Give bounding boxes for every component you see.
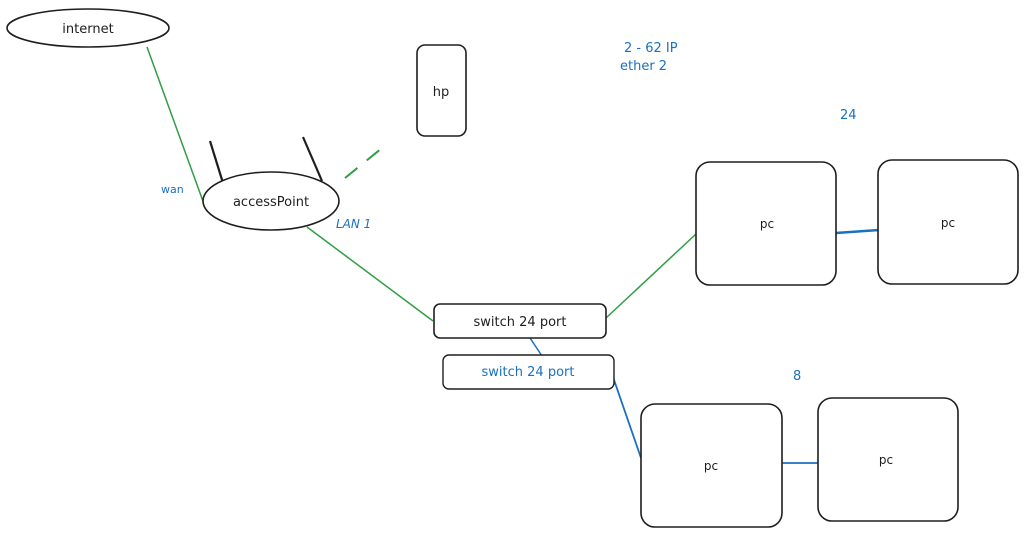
- pc-1-label: pc: [760, 217, 774, 231]
- pc-2-node[interactable]: pc: [877, 159, 1019, 285]
- internet-node[interactable]: internet: [6, 8, 170, 48]
- access-point-node[interactable]: accessPoint: [202, 171, 340, 231]
- link-pc1-pc2: [835, 228, 880, 235]
- pc-3-node[interactable]: pc: [640, 403, 783, 528]
- link-accesspoint-hp-wireless: [344, 147, 383, 179]
- hp-node[interactable]: hp: [416, 44, 467, 137]
- lan1-label: LAN 1: [336, 217, 371, 231]
- wan-label: wan: [161, 183, 184, 196]
- pc-4-label: pc: [879, 453, 893, 467]
- link-switch2-pc3: [612, 376, 642, 459]
- link-internet-accesspoint: [146, 46, 205, 205]
- link-switch-pc1: [605, 233, 697, 319]
- ip-range-label: 2 - 62 IP: [624, 41, 678, 56]
- link-accesspoint-switch: [306, 226, 434, 322]
- count-8-label: 8: [793, 369, 801, 384]
- switch-2-label: switch 24 port: [482, 365, 575, 380]
- pc-4-node[interactable]: pc: [817, 397, 959, 522]
- switch-1-node[interactable]: switch 24 port: [433, 303, 607, 339]
- count-24-label: 24: [840, 108, 857, 123]
- switch-2-node[interactable]: switch 24 port: [442, 354, 615, 390]
- switch-1-label: switch 24 port: [474, 315, 567, 330]
- pc-1-node[interactable]: pc: [695, 161, 837, 286]
- pc-2-label: pc: [941, 216, 955, 230]
- link-switch-switch: [529, 337, 543, 357]
- access-point-label: accessPoint: [233, 195, 309, 210]
- pc-3-label: pc: [704, 459, 718, 473]
- internet-label: internet: [62, 22, 113, 37]
- antenna-right: [301, 136, 324, 182]
- ether-label: ether 2: [620, 59, 667, 74]
- hp-label: hp: [433, 85, 450, 100]
- antenna-left: [208, 140, 225, 184]
